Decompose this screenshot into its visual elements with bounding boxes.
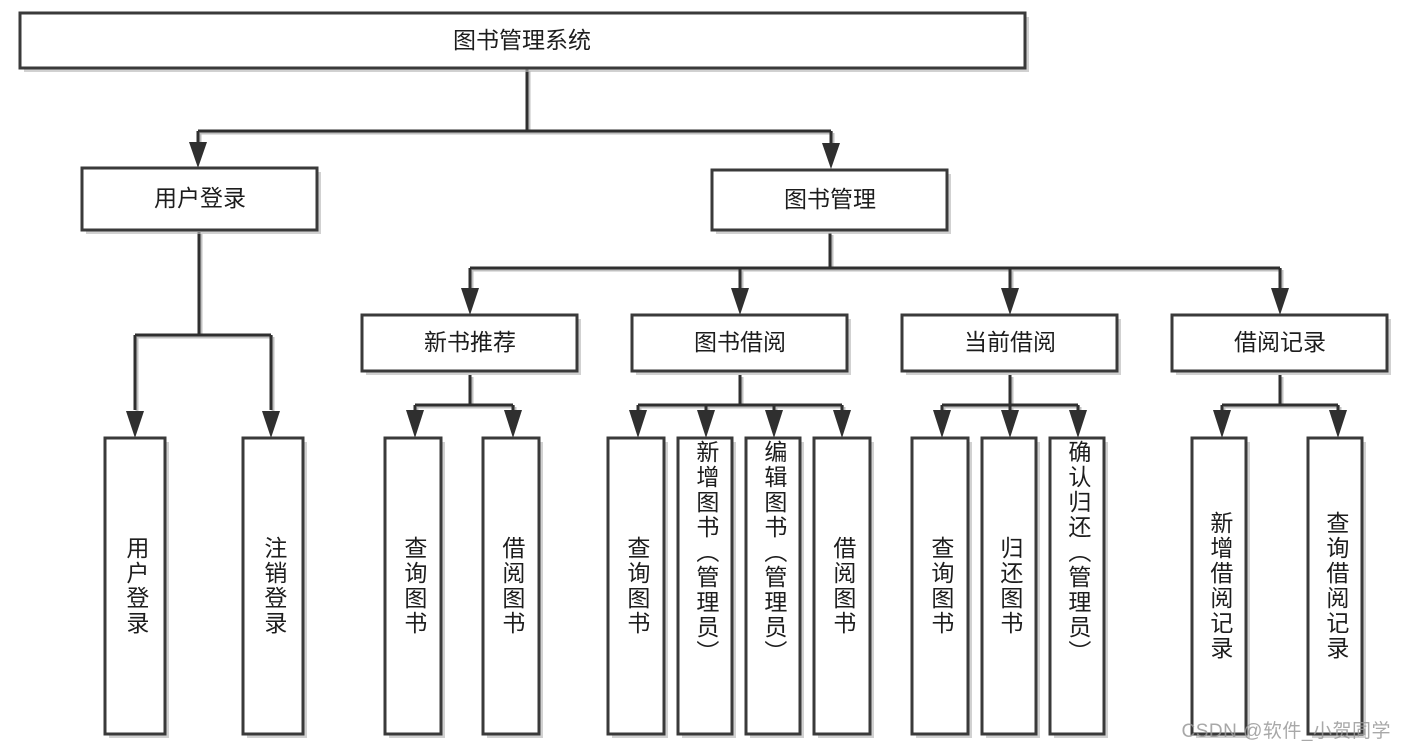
edge-layer [126, 69, 1347, 438]
node-leaf-query-book-2-rect[interactable] [606, 436, 666, 736]
arrow-head-new-book-recommend [461, 288, 479, 315]
edge-shadow-book-borrow [638, 377, 846, 414]
arrow-head-user-login [189, 142, 207, 168]
edge-shadow-new-book-recommend [415, 377, 517, 414]
node-current-borrow-label: 当前借阅 [964, 329, 1056, 355]
edge-root-to-level1 [196, 69, 833, 150]
edge-borrow-record-to-leaves [1220, 375, 1340, 412]
node-leaf-confirm-return-rect[interactable] [1048, 436, 1106, 736]
node-root-rect[interactable] [18, 11, 1027, 70]
node-book-borrow[interactable]: 图书借阅 [630, 313, 851, 375]
node-root[interactable]: 图书管理系统 [18, 11, 1029, 72]
arrow-head-leaf-add-book [697, 410, 715, 438]
node-book-manage[interactable]: 图书管理 [710, 168, 951, 234]
arrow-head-leaf-borrow-book-2 [833, 410, 851, 438]
edge-shadow-root [198, 71, 835, 152]
node-leaf-user-logout-rect[interactable] [241, 436, 305, 736]
leaf-boxes-layer [103, 436, 1366, 738]
arrow-head-leaf-query-book-3 [933, 410, 951, 438]
edge-shadow-current-borrow [942, 377, 1082, 414]
node-book-manage-rect[interactable] [710, 168, 949, 232]
edge-user-login-to-leaves [133, 232, 273, 410]
node-new-book-recommend-rect[interactable] [360, 313, 579, 373]
edge-book-manage-to-level2 [468, 233, 1282, 288]
node-leaf-add-book-rect[interactable] [676, 436, 734, 736]
node-leaf-query-record-rect[interactable] [1306, 436, 1364, 736]
arrow-head-leaf-add-record [1213, 410, 1231, 438]
node-new-book-recommend[interactable]: 新书推荐 [360, 313, 581, 375]
arrow-head-book-borrow [731, 288, 749, 315]
node-book-manage-label: 图书管理 [784, 186, 876, 212]
arrow-head-book-manage [822, 143, 840, 169]
node-borrow-record[interactable]: 借阅记录 [1170, 313, 1391, 375]
arrow-head-leaf-user-logout [262, 411, 280, 438]
node-leaf-edit-book-rect[interactable] [744, 436, 802, 736]
node-new-book-recommend-label: 新书推荐 [424, 329, 516, 355]
node-borrow-record-rect[interactable] [1170, 313, 1389, 373]
edge-new-book-recommend-to-leaves [413, 375, 515, 412]
node-current-borrow-rect[interactable] [900, 313, 1119, 373]
arrow-head-leaf-user-login [126, 411, 144, 438]
arrow-head-borrow-record [1271, 288, 1289, 315]
edge-book-borrow-to-leaves [636, 375, 844, 412]
node-leaf-query-book-3-rect[interactable] [910, 436, 970, 736]
arrow-head-leaf-query-book-1 [406, 410, 424, 438]
edge-current-borrow-to-leaves [940, 375, 1080, 412]
node-leaf-borrow-book-2-rect[interactable] [812, 436, 872, 736]
node-user-login[interactable]: 用户登录 [80, 166, 321, 234]
node-current-borrow[interactable]: 当前借阅 [900, 313, 1121, 375]
arrow-head-leaf-confirm-return [1069, 410, 1087, 438]
arrow-head-leaf-borrow-book-1 [504, 410, 522, 438]
node-user-login-rect[interactable] [80, 166, 319, 232]
arrow-head-leaf-query-book-2 [629, 410, 647, 438]
arrow-head-leaf-return-book [1001, 410, 1019, 438]
node-book-borrow-label: 图书借阅 [694, 329, 786, 355]
node-leaf-return-book-rect[interactable] [980, 436, 1038, 736]
arrow-head-leaf-edit-book [765, 410, 783, 438]
node-leaf-user-login-rect[interactable] [103, 436, 167, 736]
node-leaf-query-book-1-rect[interactable] [383, 436, 443, 736]
arrow-head-current-borrow [1001, 288, 1019, 315]
node-user-login-label: 用户登录 [154, 185, 246, 211]
node-book-borrow-rect[interactable] [630, 313, 849, 373]
node-leaf-borrow-book-1-rect[interactable] [481, 436, 541, 736]
edge-shadow-borrow-record [1222, 377, 1342, 414]
node-leaf-add-record-rect[interactable] [1190, 436, 1248, 736]
arrow-head-leaf-query-record [1329, 410, 1347, 438]
node-root-label: 图书管理系统 [453, 27, 591, 53]
node-borrow-record-label: 借阅记录 [1234, 329, 1326, 355]
edge-shadow-book-manage [470, 235, 1284, 290]
edge-shadow-user-login [135, 234, 275, 412]
